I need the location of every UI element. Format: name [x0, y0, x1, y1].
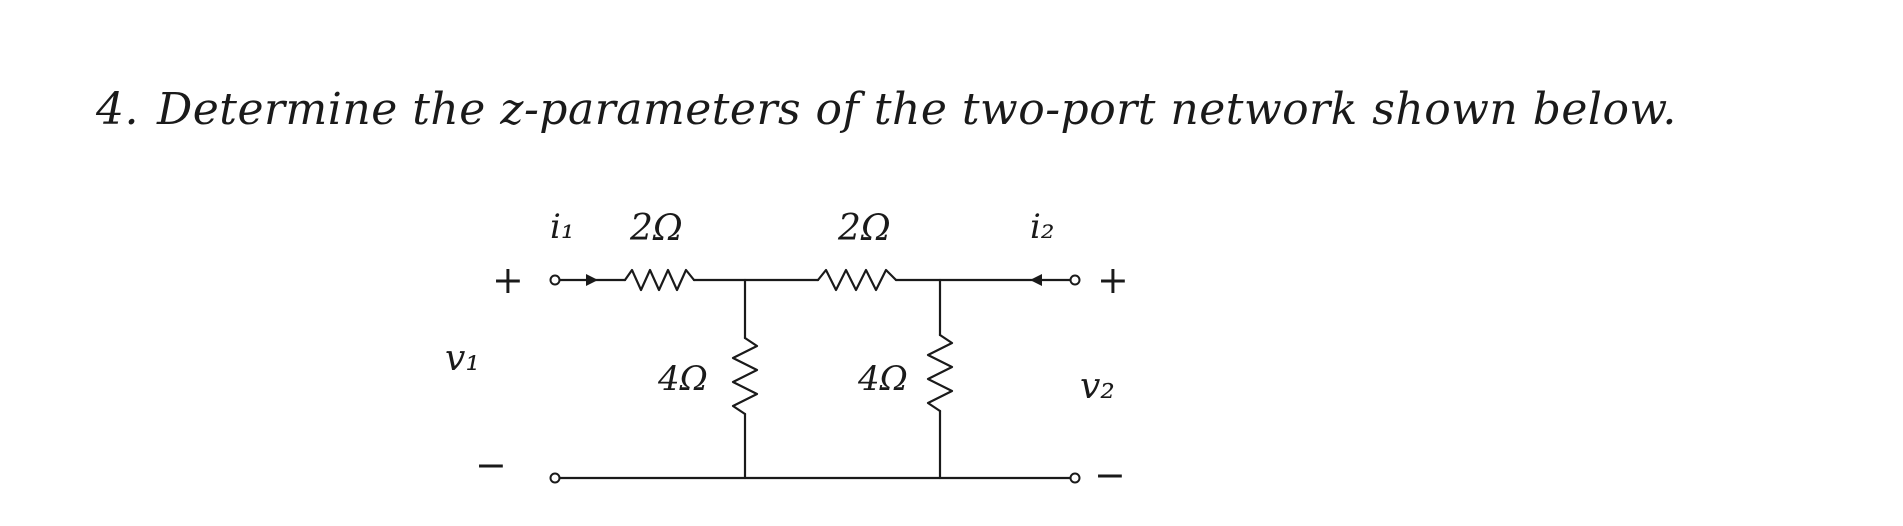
- input-current-label: i₁: [550, 207, 575, 247]
- output-top-terminal: [1069, 274, 1081, 286]
- shunt-resistor-2-label: 4Ω: [857, 359, 908, 399]
- input-top-terminal: [549, 274, 561, 286]
- problem-text: Determine the z-parameters of the two-po…: [156, 84, 1677, 135]
- series-resistor-1-label: 2Ω: [629, 208, 683, 249]
- series-resistor-1-zigzag: [623, 268, 696, 292]
- output-bottom-terminal: [1069, 472, 1081, 484]
- series-resistor-2-label: 2Ω: [837, 208, 891, 249]
- output-minus-sign: −: [1094, 453, 1126, 497]
- shunt-resistor-2-zigzag: [926, 333, 954, 413]
- problem-number: 4.: [96, 84, 139, 135]
- problem-statement: 4. Determine the z-parameters of the two-…: [96, 84, 1677, 135]
- output-plus-sign: +: [1097, 258, 1129, 302]
- input-plus-sign: +: [492, 258, 524, 302]
- shunt-resistor-1-zigzag: [731, 336, 759, 416]
- output-current-label: i₂: [1030, 207, 1055, 247]
- series-resistor-2-zigzag: [816, 268, 898, 292]
- shunt-resistor-1-label: 4Ω: [657, 359, 708, 399]
- input-voltage-label: v₁: [445, 338, 480, 379]
- input-bottom-terminal: [549, 472, 561, 484]
- input-minus-sign: −: [475, 443, 507, 487]
- output-voltage-label: v₂: [1080, 366, 1115, 407]
- input-current-arrow: [586, 274, 598, 286]
- output-current-arrow: [1030, 274, 1042, 286]
